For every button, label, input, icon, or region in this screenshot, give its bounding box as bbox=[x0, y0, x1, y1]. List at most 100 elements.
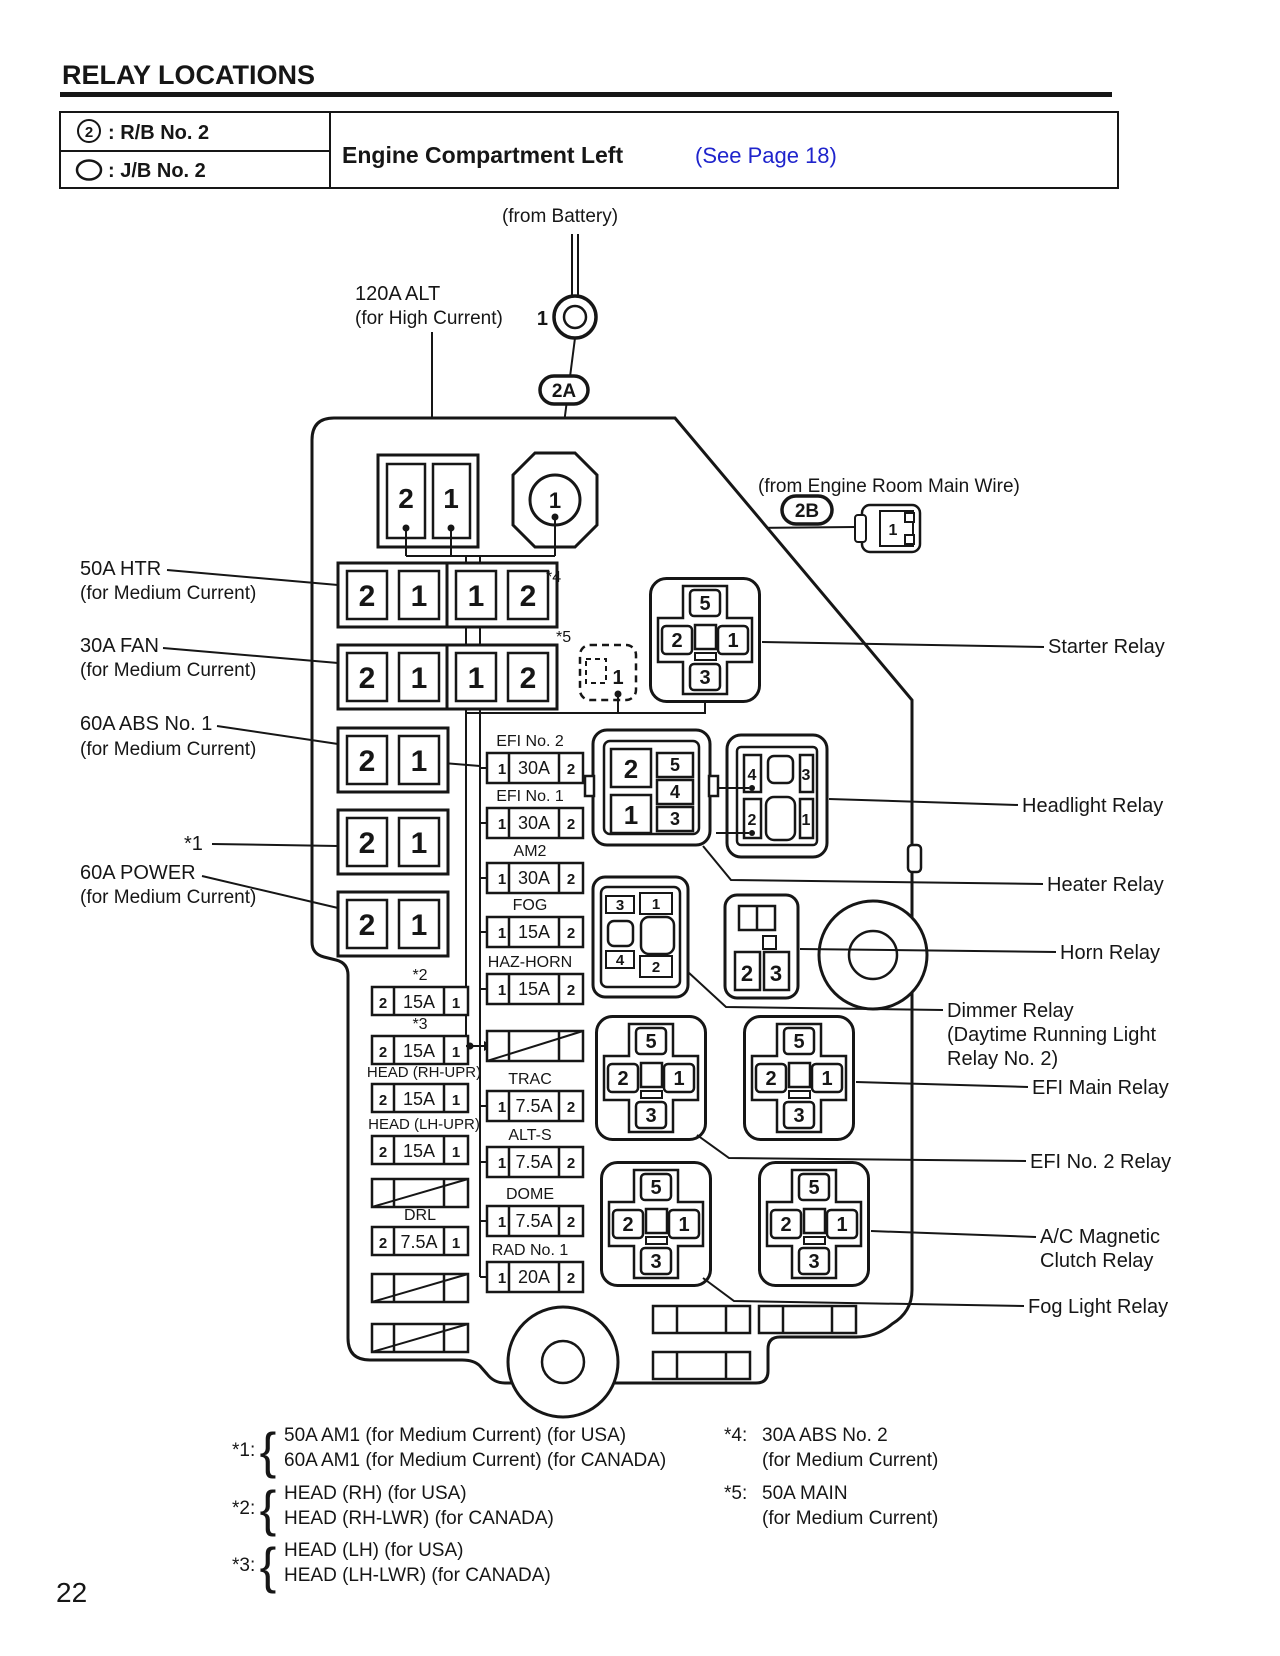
relay-pin-2: 2 bbox=[624, 754, 638, 784]
relay-pin-2: 2 bbox=[652, 959, 660, 976]
alt-fuse-callout: 120A ALT (for High Current) bbox=[355, 283, 503, 456]
fuse-fog: FOG 1 15A 2 bbox=[480, 897, 585, 949]
abs1-fuse-block bbox=[336, 726, 450, 794]
rb-no2-label: : R/B No. 2 bbox=[108, 122, 209, 144]
pin-1: 1 bbox=[498, 761, 506, 778]
brace-icon: { bbox=[260, 1423, 277, 1479]
amp-rating: 15A bbox=[403, 1141, 435, 1161]
small-fuse-blank-3 bbox=[370, 1322, 470, 1354]
alt-cell-1: 1 bbox=[443, 483, 459, 514]
bottom-mount-hole bbox=[540, 1339, 586, 1385]
fuse-label: HEAD (LH-UPR) bbox=[368, 1116, 480, 1133]
battery-feed: (from Battery) 1 2A bbox=[502, 206, 618, 479]
abs2-fuse-block bbox=[445, 561, 559, 629]
section-title: Engine Compartment Left bbox=[342, 142, 623, 168]
htr-fuse-block bbox=[336, 561, 450, 629]
fuse-label: EFI No. 2 bbox=[496, 733, 564, 750]
efi-no2-relay-symbol bbox=[595, 1015, 707, 1141]
relay-pin-1: 1 bbox=[652, 896, 660, 913]
small-fuse-head-lh-upr: HEAD (LH-UPR) 2 15A 1 bbox=[368, 1116, 480, 1166]
starter-relay-symbol bbox=[649, 577, 761, 703]
relay-pin-2: 2 bbox=[741, 961, 753, 986]
relay-pin-4: 4 bbox=[748, 767, 757, 784]
pin-2: 2 bbox=[379, 995, 387, 1012]
legend-table: 2 : R/B No. 2 : J/B No. 2 Engine Compart… bbox=[59, 111, 1119, 189]
pin-1: 1 bbox=[498, 1270, 506, 1287]
amp-rating: 30A bbox=[518, 813, 550, 833]
amp-rating: 15A bbox=[518, 979, 550, 999]
heater-relay-label: Heater Relay bbox=[1047, 874, 1164, 896]
fuse-label: RAD No. 1 bbox=[492, 1242, 569, 1259]
fuse-blank-mid bbox=[466, 1029, 585, 1063]
rb-no2-symbol: 2 bbox=[85, 124, 93, 141]
amp-rating: 7.5A bbox=[400, 1232, 437, 1252]
htr-label: 50A HTR bbox=[80, 558, 161, 580]
efi-no2-relay-label: EFI No. 2 Relay bbox=[1030, 1151, 1171, 1173]
pin-1: 1 bbox=[452, 1235, 460, 1252]
connector-2a-badge bbox=[538, 374, 590, 406]
battery-pin: 1 bbox=[537, 308, 548, 330]
dimmer-relay-symbol: 3 1 4 2 bbox=[591, 875, 690, 999]
headlight-relay-label: Headlight Relay bbox=[1022, 795, 1163, 817]
amp-rating: 7.5A bbox=[515, 1096, 552, 1116]
amp-rating: 20A bbox=[518, 1267, 550, 1287]
footnote-4-line1: 30A ABS No. 2 bbox=[762, 1425, 888, 1446]
pin-1: 1 bbox=[498, 982, 506, 999]
footnote-1-line1: 50A AM1 (for Medium Current) (for USA) bbox=[284, 1425, 626, 1446]
htr-sublabel: (for Medium Current) bbox=[80, 583, 256, 604]
pin-1: 1 bbox=[498, 871, 506, 888]
from-engine-room-label: (from Engine Room Main Wire) bbox=[758, 476, 1020, 497]
pin-2: 2 bbox=[567, 925, 575, 942]
fuse-label: DRL bbox=[404, 1207, 436, 1224]
brace-icon: { bbox=[260, 1538, 277, 1594]
fuse-trac: TRAC 1 7.5A 2 bbox=[480, 1071, 585, 1123]
relay-callouts: Starter Relay Headlight Relay Heater Rel… bbox=[687, 636, 1171, 1318]
fan-sublabel: (for Medium Current) bbox=[80, 660, 256, 681]
footnote-2-tag: *2: bbox=[232, 1498, 255, 1519]
amp-rating: 7.5A bbox=[515, 1152, 552, 1172]
small-fuse-star3: *3 2 15A 1 bbox=[370, 1016, 470, 1066]
heater-relay-symbol: 2 1 5 4 3 bbox=[583, 728, 720, 847]
fuse-alt-s: ALT-S 1 7.5A 2 bbox=[480, 1127, 585, 1179]
amp-rating: 15A bbox=[518, 922, 550, 942]
footnote-2-line1: HEAD (RH) (for USA) bbox=[284, 1483, 467, 1504]
relay-pin-3: 3 bbox=[770, 961, 782, 986]
power-label: 60A POWER bbox=[80, 862, 196, 884]
fan-fuse-block bbox=[336, 643, 450, 711]
pin-1: 1 bbox=[498, 925, 506, 942]
dashed-connector-pin: 1 bbox=[612, 667, 623, 689]
pin-2: 2 bbox=[379, 1144, 387, 1161]
relay-pin-3: 3 bbox=[670, 809, 680, 829]
starter-relay-label: Starter Relay bbox=[1048, 636, 1165, 658]
alt-label: 120A ALT bbox=[355, 283, 440, 305]
power-sublabel: (for Medium Current) bbox=[80, 887, 256, 908]
footnote-4-tag: *4: bbox=[724, 1425, 747, 1446]
marker-star4: *4 bbox=[546, 569, 561, 586]
footnote-5-tag: *5: bbox=[724, 1483, 747, 1504]
title-rule bbox=[60, 92, 1112, 97]
footnote-1-tag: *1: bbox=[232, 1440, 255, 1461]
jb-no2-label: : J/B No. 2 bbox=[108, 160, 206, 182]
abs1-label: 60A ABS No. 1 bbox=[80, 713, 212, 735]
dimmer-relay-label: Dimmer Relay bbox=[947, 1000, 1074, 1022]
relay-pin-1: 1 bbox=[802, 812, 811, 829]
left-callouts: 50A HTR (for Medium Current) 30A FAN (fo… bbox=[80, 558, 339, 909]
ac-relay-label: A/C Magnetic bbox=[1040, 1226, 1160, 1248]
fuse-label: DOME bbox=[506, 1186, 554, 1203]
footnote-5-line2: (for Medium Current) bbox=[762, 1508, 938, 1529]
amp-rating: 30A bbox=[518, 758, 550, 778]
pin-2: 2 bbox=[567, 1155, 575, 1172]
rb-no2-icon bbox=[77, 119, 101, 143]
pin-2: 2 bbox=[379, 1235, 387, 1252]
see-page-link[interactable]: (See Page 18) bbox=[695, 143, 837, 168]
small-fuse-head-rh-upr: HEAD (RH-UPR) 2 15A 1 bbox=[367, 1064, 481, 1114]
fuse-efi-no1: EFI No. 1 1 30A 2 bbox=[480, 788, 585, 840]
horn-relay-label: Horn Relay bbox=[1060, 942, 1160, 964]
from-battery-label: (from Battery) bbox=[502, 206, 618, 227]
empty-slots bbox=[651, 1304, 858, 1381]
alt-cell-2: 2 bbox=[398, 483, 414, 514]
pin-1: 1 bbox=[498, 816, 506, 833]
edge-tab bbox=[906, 843, 923, 874]
alt-sublabel: (for High Current) bbox=[355, 308, 503, 329]
